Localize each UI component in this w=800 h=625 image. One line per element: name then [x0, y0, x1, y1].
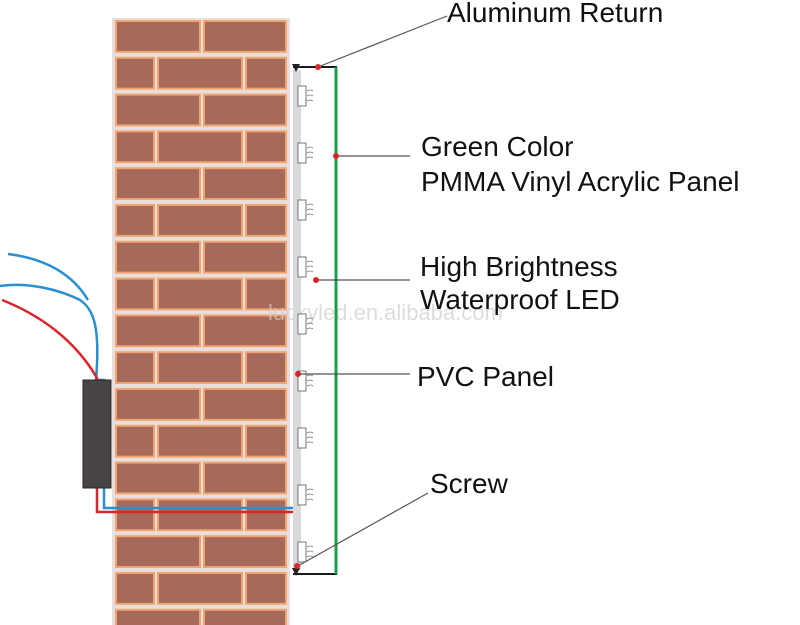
- callout-lines: [295, 15, 448, 568]
- led-module: [297, 484, 314, 506]
- led-module: [297, 427, 314, 449]
- screws: [292, 64, 300, 576]
- label-screw: Screw: [430, 468, 509, 499]
- power-wires: [0, 252, 298, 514]
- led-module: [297, 199, 314, 221]
- brick: [115, 93, 201, 127]
- led-module: [297, 85, 314, 107]
- label-aluminum-return: Aluminum Return: [447, 0, 663, 28]
- brick: [157, 351, 243, 385]
- pvc-panel: [293, 70, 301, 570]
- brick: [115, 351, 155, 385]
- brick: [115, 240, 201, 274]
- brick: [245, 56, 287, 90]
- brick: [203, 461, 287, 495]
- brick: [157, 572, 243, 605]
- label-pmma-panel: PMMA Vinyl Acrylic Panel: [421, 166, 740, 197]
- brick: [115, 572, 155, 605]
- power-supply-box: [82, 379, 112, 489]
- brick: [115, 314, 201, 348]
- callout-dots: [294, 64, 339, 569]
- brick: [115, 498, 155, 532]
- brick: [115, 56, 155, 90]
- label-green-color: Green Color: [421, 131, 574, 162]
- blue-wire: [0, 283, 298, 510]
- brick: [203, 93, 287, 127]
- brick: [115, 20, 201, 53]
- brick-wall: [112, 18, 290, 625]
- brick: [115, 277, 155, 311]
- led-modules: [297, 85, 314, 563]
- callout-labels: Aluminum Return Green Color PMMA Vinyl A…: [417, 0, 740, 499]
- brick: [115, 388, 201, 421]
- brick: [203, 167, 287, 200]
- brick: [203, 20, 287, 53]
- brick: [115, 130, 155, 164]
- brick: [245, 572, 287, 605]
- brick: [245, 424, 287, 458]
- callout-line-aluminum-return: [317, 15, 448, 68]
- led-module: [297, 370, 314, 392]
- callout-dot: [313, 277, 319, 283]
- callout-dot: [315, 64, 321, 70]
- brick: [157, 277, 243, 311]
- callout-dot: [295, 371, 301, 377]
- led-module: [297, 142, 314, 164]
- brick: [245, 277, 287, 311]
- brick: [157, 204, 243, 237]
- brick: [245, 498, 287, 532]
- brick: [245, 351, 287, 385]
- watermark-text: luckyled.en.alibaba.com: [268, 300, 503, 325]
- brick: [157, 498, 243, 532]
- brick: [245, 204, 287, 237]
- brick: [115, 204, 155, 237]
- brick: [203, 314, 287, 348]
- brick: [157, 130, 243, 164]
- brick: [157, 424, 243, 458]
- label-waterproof-led: Waterproof LED: [420, 284, 620, 315]
- brick: [203, 388, 287, 421]
- brick: [115, 608, 201, 625]
- screw-icon: [292, 568, 300, 576]
- brick: [203, 608, 287, 625]
- brick: [203, 535, 287, 569]
- brick: [115, 461, 201, 495]
- led-module: [297, 256, 314, 278]
- label-high-brightness: High Brightness: [420, 251, 618, 282]
- label-pvc-panel: PVC Panel: [417, 361, 554, 392]
- brick: [245, 130, 287, 164]
- brick: [115, 167, 201, 200]
- callout-dot: [294, 563, 300, 569]
- brick: [157, 56, 243, 90]
- wire-lead-blue: [7, 252, 90, 301]
- callout-dot: [333, 153, 339, 159]
- led-module: [297, 541, 314, 563]
- screw-icon: [292, 64, 300, 72]
- brick: [203, 240, 287, 274]
- callout-line-screw: [295, 492, 429, 568]
- red-wire: [1, 298, 298, 514]
- brick: [115, 535, 201, 569]
- brick: [115, 424, 155, 458]
- led-module: [297, 313, 314, 335]
